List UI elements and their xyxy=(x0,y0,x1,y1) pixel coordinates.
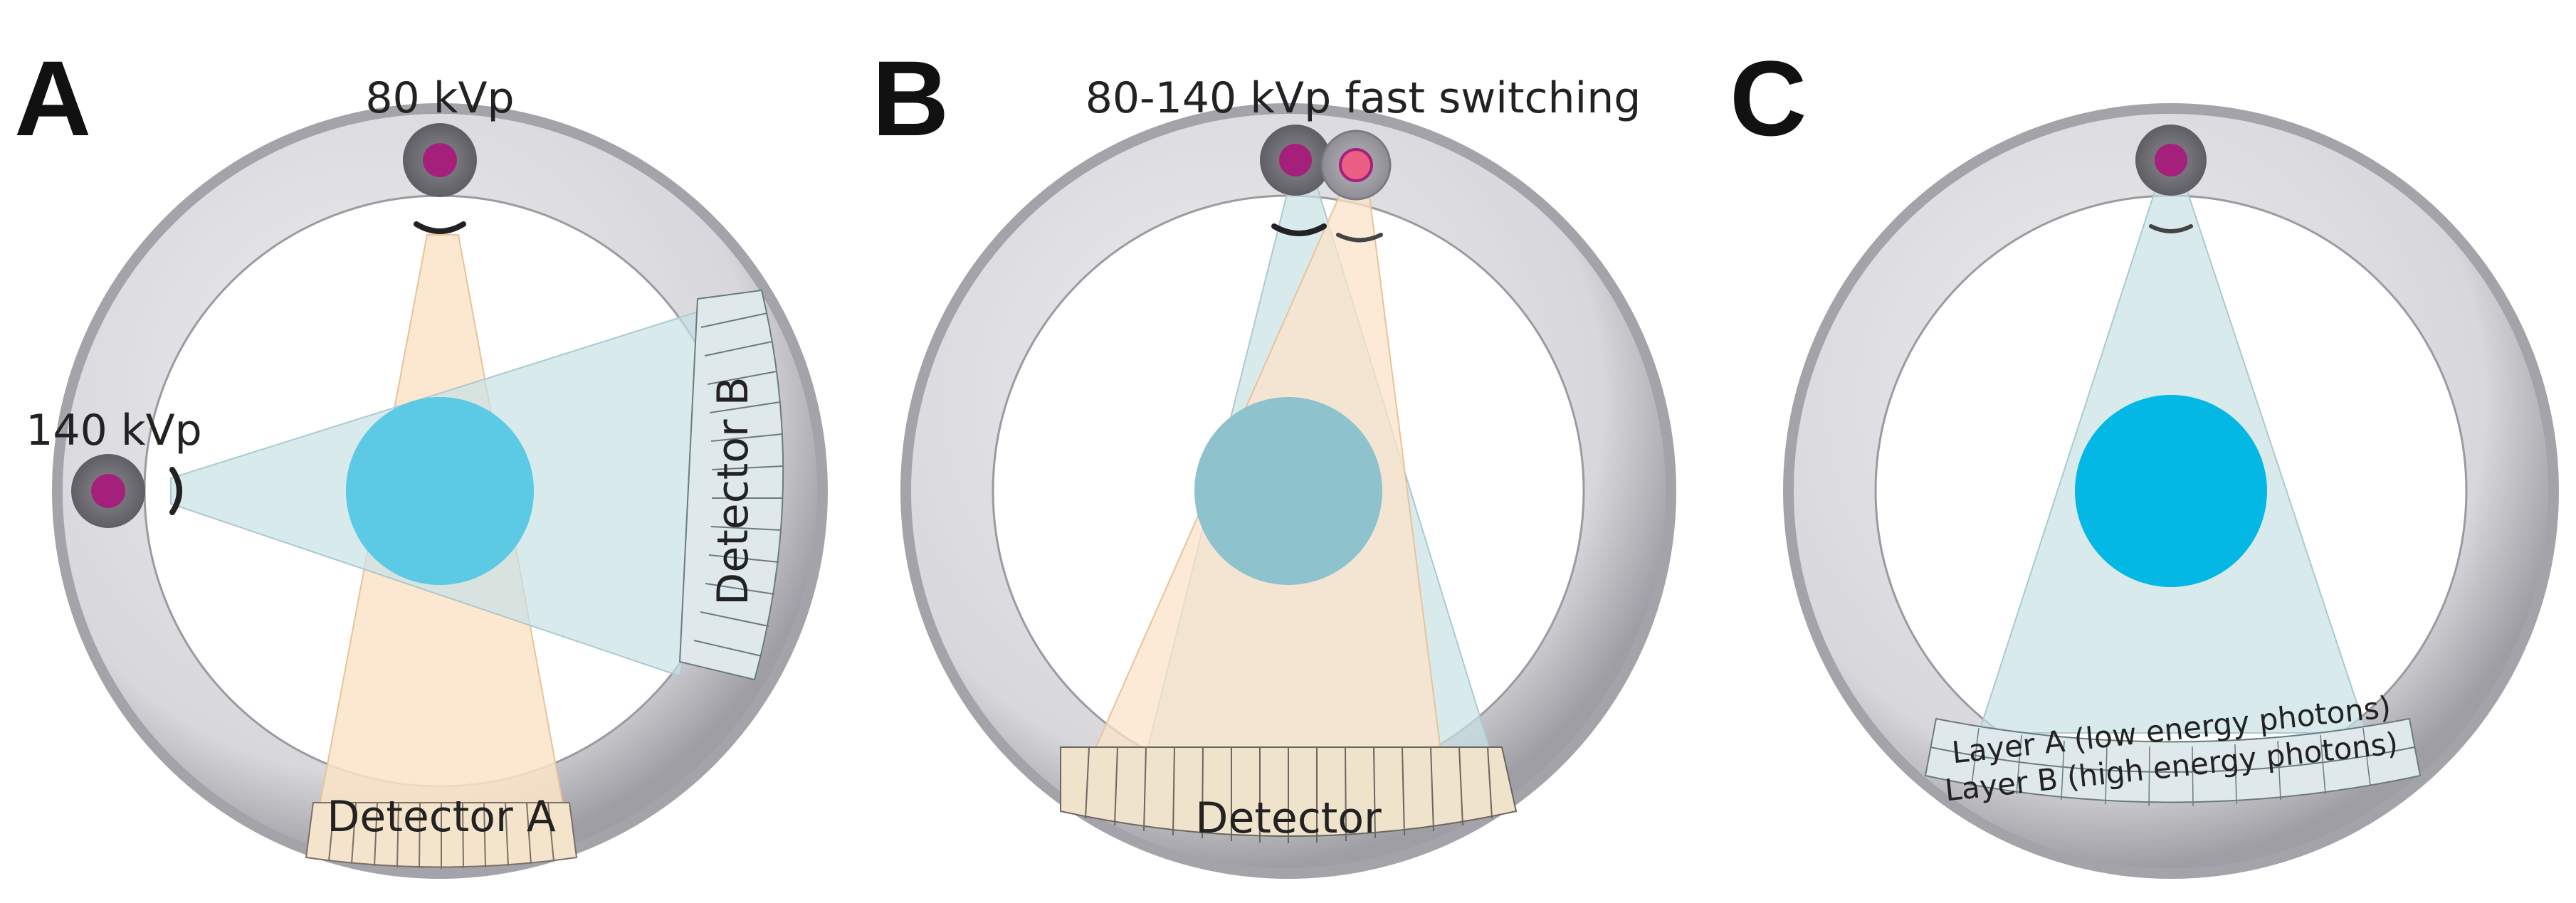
source-label-140kvp: 140 kVp xyxy=(26,406,201,455)
xray-tube-80kvp xyxy=(403,123,477,234)
panel-a: Detector A Detector B xyxy=(14,38,828,879)
source-label-80kvp: 80 kVp xyxy=(365,73,514,123)
detector-b: Detector B xyxy=(678,289,784,681)
phantom-b xyxy=(1194,397,1382,585)
detector-a: Detector A xyxy=(305,792,578,869)
phantom-overlap-a xyxy=(346,397,534,585)
panel-b: Detector B 80-140 kVp fast switching xyxy=(872,38,1676,879)
panel-letter-b: B xyxy=(872,38,949,158)
xray-tube-c xyxy=(2135,125,2207,233)
panel-letter-c: C xyxy=(1730,38,1807,158)
panel-letter-a: A xyxy=(14,38,91,158)
source-label-fast-switching: 80-140 kVp fast switching xyxy=(1085,73,1641,123)
detector-a-label: Detector A xyxy=(327,792,556,842)
detector-b-panel: Detector xyxy=(1060,746,1518,843)
xray-tube-140kvp xyxy=(71,454,182,528)
detector-label: Detector xyxy=(1195,793,1382,843)
phantom-a xyxy=(346,397,534,585)
panel-c: Layer A (low energy photons) Layer B (hi… xyxy=(1730,38,2559,879)
xray-tube-fast-switching xyxy=(1260,125,1392,243)
detector-b-label: Detector B xyxy=(708,376,758,606)
phantom-c xyxy=(2075,395,2267,587)
